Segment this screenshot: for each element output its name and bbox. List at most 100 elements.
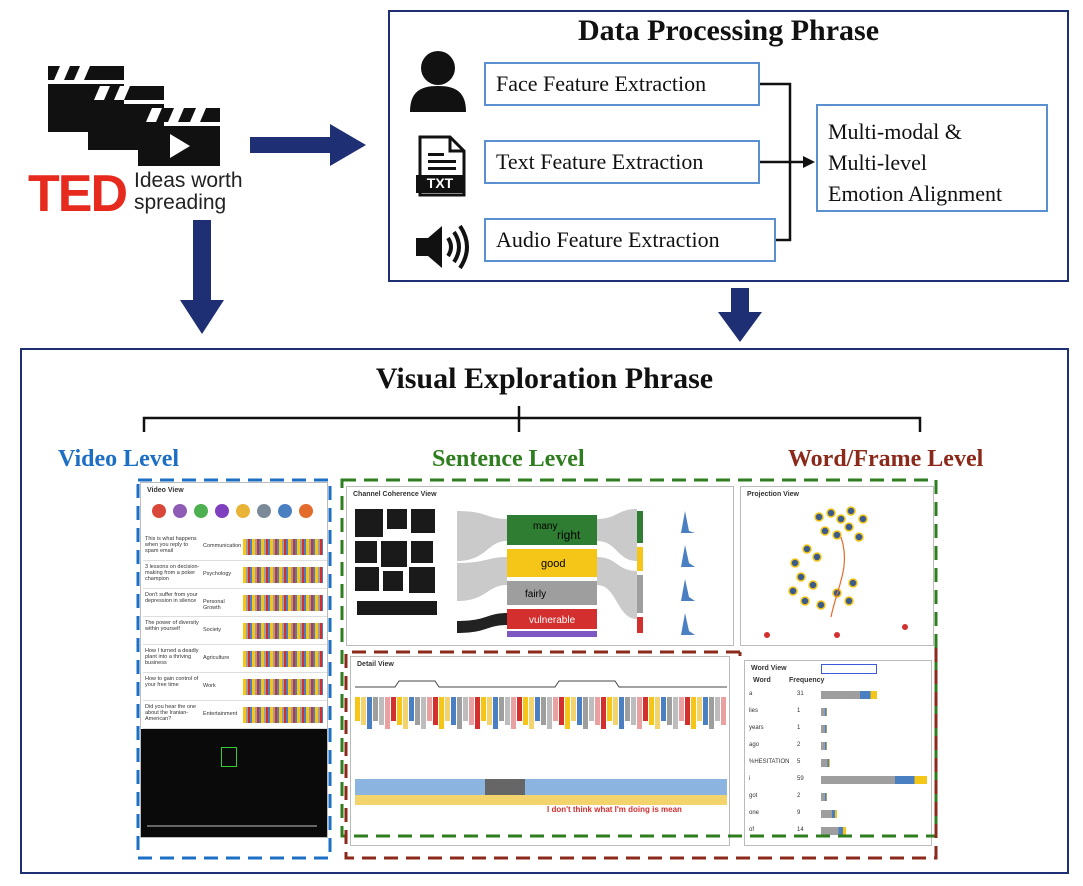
- film-clapper-icon: [40, 58, 230, 168]
- video-list-row[interactable]: How I turned a deadly plant into a thriv…: [143, 645, 327, 673]
- frequency-cell: 9: [797, 810, 801, 816]
- video-list-row[interactable]: This is what happens when you reply to s…: [143, 533, 327, 561]
- projection-view-panel: Projection View: [740, 486, 934, 646]
- emotion-bar: [821, 810, 838, 818]
- video-name: How I turned a deadly plant into a thriv…: [145, 648, 199, 666]
- detail-stripe: [595, 697, 600, 725]
- frequency-cell: 31: [797, 691, 804, 697]
- data-processing-title: Data Processing Phrase: [577, 14, 880, 47]
- frequency-cell: 1: [797, 725, 801, 731]
- detail-stripe: [373, 697, 378, 721]
- detail-view-title: Detail View: [357, 661, 394, 668]
- video-category: Agriculture: [203, 655, 230, 661]
- person-icon: [406, 48, 470, 121]
- detail-stripe: [535, 697, 540, 721]
- video-list-row[interactable]: 3 lessons on decision-making from a poke…: [143, 561, 327, 589]
- detail-stripe: [655, 697, 660, 729]
- tagline-line1: Ideas worth: [134, 169, 243, 192]
- svg-text:vulnerable: vulnerable: [529, 615, 576, 626]
- word-view-title: Word View: [751, 665, 787, 672]
- word-header-word: Word: [753, 677, 771, 684]
- detail-stripe: [415, 697, 420, 725]
- detail-stripe: [445, 697, 450, 721]
- detail-stripe: [649, 697, 654, 725]
- svg-text:many: many: [533, 521, 557, 532]
- detail-timeline: [355, 680, 727, 805]
- text-feature-label: Text Feature Extraction: [496, 149, 704, 174]
- detail-stripe: [541, 697, 546, 725]
- frequency-cell: 2: [797, 742, 801, 748]
- video-summary-bars: [243, 651, 323, 667]
- word-cell: years: [749, 725, 764, 731]
- projection-scatter: [764, 506, 908, 638]
- detail-stripe: [499, 697, 504, 721]
- word-cell: ago: [749, 742, 760, 748]
- detail-stripe: [451, 697, 456, 725]
- detail-stripe: [715, 697, 720, 721]
- detail-stripe: [571, 697, 576, 721]
- emotion-icons: [152, 504, 313, 518]
- frequency-cell: 2: [797, 793, 801, 799]
- detail-stripe: [559, 697, 564, 725]
- detail-stripe: [379, 697, 384, 725]
- video-category: Personal Growth: [203, 599, 225, 611]
- detail-stripe: [709, 697, 714, 729]
- detail-stripe: [643, 697, 648, 721]
- word-row[interactable]: years 1: [745, 721, 931, 738]
- detail-stripe: [631, 697, 636, 725]
- video-name: The power of diversity within yourself: [145, 620, 199, 632]
- alignment-line1: Multi-modal &: [828, 119, 962, 144]
- face-feature-label: Face Feature Extraction: [496, 71, 707, 96]
- word-row[interactable]: got 2: [745, 789, 931, 806]
- alignment-line2: Multi-level: [828, 150, 927, 175]
- video-category: Work: [203, 683, 216, 689]
- detail-stripe: [703, 697, 708, 725]
- ted-logo-text: TED: [28, 165, 128, 223]
- emotion-bar: [821, 827, 847, 835]
- detail-view-panel: Detail View I don't think what I'm doing…: [350, 656, 730, 846]
- detail-stripe: [481, 697, 486, 721]
- text-feature-box: Text Feature Extraction: [484, 140, 760, 184]
- video-list-row[interactable]: Did you hear the one about the Iranian-A…: [143, 701, 327, 729]
- video-summary-bars: [243, 539, 323, 555]
- alignment-box: Multi-modal & Multi-level Emotion Alignm…: [816, 104, 1048, 212]
- word-search-input[interactable]: [821, 664, 877, 674]
- detail-stripe: [673, 697, 678, 729]
- video-name: Did you hear the one about the Iranian-A…: [145, 704, 197, 722]
- emotion-bar: [821, 708, 827, 716]
- speaker-icon: [414, 222, 474, 277]
- word-cell: %HESITATION: [749, 759, 790, 765]
- video-category: Psychology: [203, 571, 232, 577]
- video-summary-bars: [243, 595, 323, 611]
- detail-stripe: [589, 697, 594, 721]
- detail-stripe: [355, 697, 360, 721]
- svg-text:fairly: fairly: [525, 589, 546, 600]
- detail-stripe: [583, 697, 588, 729]
- visual-exploration-title: Visual Exploration Phrase: [375, 362, 714, 395]
- video-list-row[interactable]: Don't suffer from your depression in sil…: [143, 589, 327, 617]
- word-row[interactable]: ago 2: [745, 738, 931, 755]
- video-player[interactable]: [141, 729, 327, 837]
- detail-stripe: [397, 697, 402, 725]
- svg-text:good: good: [541, 558, 565, 570]
- detail-stripe: [403, 697, 408, 729]
- detail-stripe: [529, 697, 534, 729]
- video-list: This is what happens when you reply to s…: [143, 533, 327, 729]
- detail-stripe: [433, 697, 438, 725]
- detail-stripe: [367, 697, 372, 729]
- detail-stripe: [487, 697, 492, 725]
- word-cell: got: [749, 793, 758, 799]
